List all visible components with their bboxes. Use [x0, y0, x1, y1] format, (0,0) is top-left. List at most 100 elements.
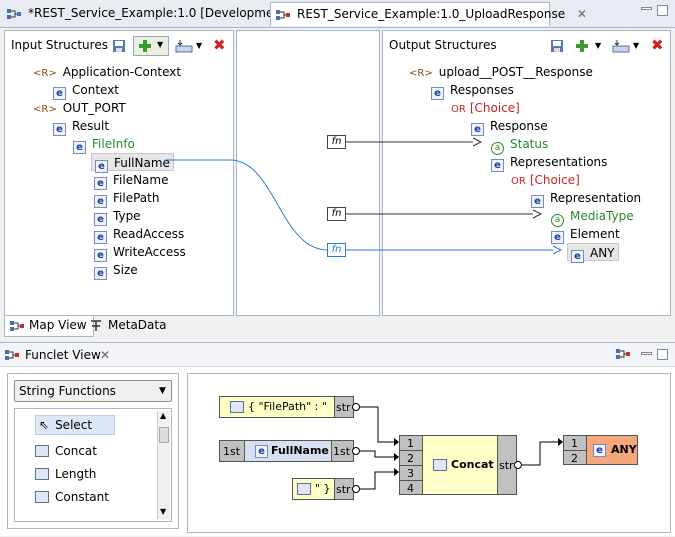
- input-port[interactable]: 1st: [219, 440, 245, 462]
- mapping-line: [165, 159, 329, 251]
- tab-development[interactable]: *REST_Service_Example:1.0 [Development]: [2, 2, 296, 26]
- funclet-icon[interactable]: [616, 348, 630, 360]
- category-dropdown[interactable]: String Functions ▼: [14, 380, 172, 402]
- function-item-constant[interactable]: Constant: [35, 487, 109, 507]
- mapping-icon: [276, 10, 290, 20]
- attribute-icon: a: [551, 214, 564, 227]
- tree-item[interactable]: <R>Application-Context: [33, 63, 181, 81]
- maximize-icon[interactable]: [657, 349, 668, 360]
- function-icon[interactable]: fn: [327, 243, 346, 257]
- target-any-node[interactable]: e ANY: [586, 435, 638, 465]
- chevron-down-icon[interactable]: ▼: [159, 386, 166, 396]
- tree-item[interactable]: OR[Choice]: [511, 173, 580, 187]
- constant-icon: [35, 491, 49, 503]
- element-icon: e: [94, 195, 107, 208]
- tab-upload-response[interactable]: REST_Service_Example:1.0_UploadResponse …: [270, 2, 587, 26]
- port-connector[interactable]: [514, 461, 522, 469]
- output-port[interactable]: str: [334, 478, 354, 500]
- tab-label: REST_Service_Example:1.0_UploadResponse: [297, 7, 566, 21]
- minimize-icon[interactable]: [641, 352, 652, 355]
- tree-item[interactable]: <R>OUT_PORT: [33, 99, 126, 117]
- pointer-icon: ⇖: [39, 418, 50, 432]
- scroll-up-icon[interactable]: ▲: [160, 411, 167, 420]
- minimize-icon[interactable]: [641, 7, 652, 10]
- function-item-concat[interactable]: Concat: [35, 441, 97, 461]
- concat-input-ports[interactable]: 1 2 3 4: [399, 435, 423, 495]
- tab-metadata[interactable]: MetaData: [84, 316, 172, 337]
- port-connector[interactable]: [352, 447, 360, 455]
- save-icon[interactable]: [112, 39, 126, 53]
- element-icon: e: [94, 177, 107, 190]
- output-structures-panel: Output Structures ▼ ▼ ✖ <R>upload__POST_…: [382, 30, 671, 316]
- delete-icon[interactable]: ✖: [213, 36, 226, 54]
- scroll-down-icon[interactable]: ▼: [160, 507, 167, 516]
- tab-map-view[interactable]: Map View: [4, 316, 94, 337]
- funclet-wires: [358, 406, 563, 490]
- port-connector[interactable]: [352, 403, 360, 411]
- reference-icon: <R>: [33, 68, 57, 79]
- wire: [358, 471, 394, 490]
- tree-item[interactable]: <R>upload__POST__Response: [409, 63, 593, 81]
- delete-icon[interactable]: ✖: [651, 36, 664, 54]
- select-tool-highlight: [35, 415, 115, 435]
- save-icon[interactable]: [550, 39, 564, 53]
- metadata-icon: [91, 320, 101, 331]
- element-icon: e: [255, 445, 268, 458]
- plus-icon[interactable]: [575, 39, 589, 53]
- import-icon[interactable]: [612, 39, 630, 53]
- constant-icon: [230, 401, 244, 413]
- source-element-node[interactable]: e FullName: [244, 440, 332, 462]
- close-icon[interactable]: ✕: [576, 7, 587, 21]
- function-icon[interactable]: fn: [327, 207, 346, 221]
- chevron-down-icon[interactable]: ▼: [633, 41, 640, 50]
- element-icon: e: [593, 444, 606, 457]
- funclet-canvas[interactable]: [187, 373, 671, 533]
- chevron-down-icon[interactable]: ▼: [157, 40, 164, 49]
- function-item-length[interactable]: Length: [35, 464, 96, 484]
- mapping-canvas[interactable]: [236, 30, 380, 316]
- choice-icon: OR: [511, 176, 526, 187]
- port-connector[interactable]: [352, 485, 360, 493]
- plus-icon: [139, 40, 151, 52]
- close-icon[interactable]: ✕: [100, 348, 111, 362]
- arrow-icon: [472, 137, 483, 147]
- function-palette: String Functions ▼ ⇖Select Concat Length…: [7, 373, 179, 529]
- function-item-select[interactable]: ⇖Select: [39, 418, 93, 432]
- input-panel-title: Input Structures: [11, 38, 108, 52]
- constant-node[interactable]: { "FilePath" : ": [219, 396, 335, 418]
- import-icon[interactable]: [175, 39, 193, 53]
- any-input-ports[interactable]: 1 2: [563, 435, 587, 465]
- function-icon[interactable]: fn: [327, 135, 346, 149]
- funclet-icon: [5, 350, 19, 360]
- reference-icon: <R>: [409, 68, 433, 79]
- element-icon: e: [94, 267, 107, 280]
- chevron-down-icon[interactable]: ▼: [595, 41, 602, 50]
- scrollbar[interactable]: ▲ ▼: [157, 411, 170, 519]
- constant-icon: [297, 483, 311, 495]
- concat-node[interactable]: Concat: [422, 435, 498, 495]
- scrollbar-thumb[interactable]: [159, 427, 169, 443]
- chevron-down-icon[interactable]: ▼: [196, 41, 203, 50]
- add-button[interactable]: ▼: [133, 36, 169, 56]
- maximize-icon[interactable]: [657, 5, 668, 16]
- tree-item[interactable]: OR[Choice]: [451, 101, 520, 115]
- wire: [358, 406, 394, 443]
